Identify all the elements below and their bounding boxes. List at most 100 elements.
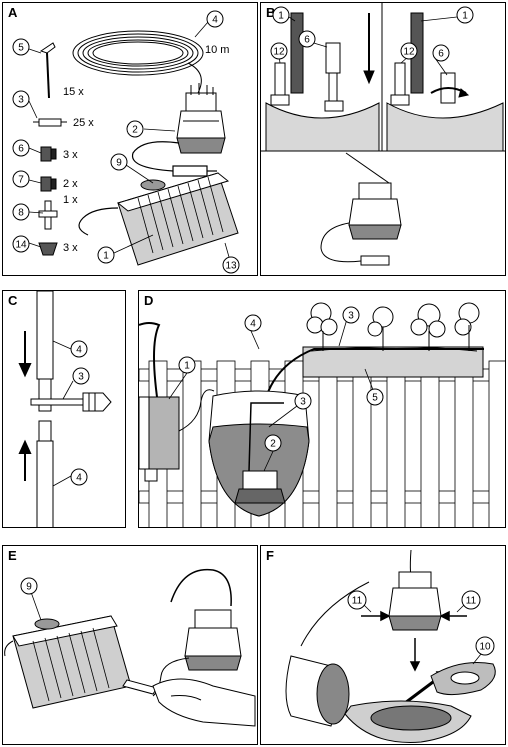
detail-left <box>265 12 380 152</box>
svg-text:10: 10 <box>479 642 491 653</box>
water-barrel <box>208 390 310 517</box>
flowers <box>306 302 480 351</box>
qty-part-8: 1 x <box>63 194 78 206</box>
leader-lines-d <box>168 318 376 472</box>
pump-e <box>152 568 242 697</box>
qty-part-3: 25 x <box>73 117 94 129</box>
installation-scene-illustration: 4 3 1 5 3 2 <box>139 302 505 527</box>
svg-text:1: 1 <box>278 11 284 22</box>
svg-text:12: 12 <box>273 47 285 58</box>
callout-3-c: 3 <box>72 367 90 385</box>
callout-12-b-right: 12 <box>400 42 418 60</box>
panel-label-a: A <box>8 5 18 20</box>
part-14-clip <box>38 242 58 256</box>
transformer-cable <box>78 207 119 236</box>
callout-11-f-right: 11 <box>461 590 481 610</box>
svg-text:1: 1 <box>184 361 190 372</box>
callout-10-f: 10 <box>475 636 495 656</box>
qty-part-5: 15 x <box>63 86 84 98</box>
callout-4-d: 4 <box>244 314 262 332</box>
part-8-tee <box>38 200 58 230</box>
svg-text:3: 3 <box>348 311 354 322</box>
qty-part-7: 2 x <box>63 178 78 190</box>
detail-right <box>386 12 504 152</box>
callout-1-d: 1 <box>178 356 196 374</box>
transformer-e <box>4 615 132 709</box>
callout-3-d-barrel: 3 <box>294 392 312 410</box>
svg-text:1: 1 <box>103 251 109 262</box>
qty-part-14: 3 x <box>63 242 78 254</box>
svg-text:11: 11 <box>466 596 477 607</box>
part-7-cap <box>40 176 57 192</box>
panel-b: B <box>260 2 506 276</box>
svg-text:8: 8 <box>18 208 24 219</box>
leader-lines-a <box>28 21 230 258</box>
planter-box <box>302 346 484 378</box>
connection-detail-illustration: 1 6 12 1 12 6 <box>261 3 505 266</box>
callout-2-d: 2 <box>264 434 282 452</box>
pump-b <box>320 152 402 266</box>
qty-part-6: 3 x <box>63 149 78 161</box>
filter-cleaning-illustration: 11 11 10 <box>285 549 496 743</box>
svg-text:11: 11 <box>352 596 363 607</box>
hose-vertical <box>30 291 102 527</box>
callout-3: 3 <box>12 90 30 108</box>
svg-text:7: 7 <box>18 175 24 186</box>
callout-11-f-left: 11 <box>347 590 367 610</box>
panel-a: A <box>2 2 258 276</box>
callout-4: 4 <box>206 10 224 28</box>
panel-label-b: B <box>266 5 276 20</box>
callout-6: 6 <box>12 139 30 157</box>
panel-label-d: D <box>144 293 154 308</box>
leader-line-e <box>30 591 42 621</box>
power-connection-illustration: 9 <box>4 568 256 727</box>
callout-13: 13 <box>222 256 240 274</box>
part-6-connector <box>40 146 57 162</box>
callout-4-c-top: 4 <box>70 340 88 358</box>
callout-7: 7 <box>12 170 30 188</box>
svg-text:9: 9 <box>116 158 122 169</box>
fence <box>139 360 505 527</box>
panel-c: C 4 3 4 <box>2 290 126 528</box>
leader-lines-c <box>52 340 74 487</box>
hand-plug <box>122 678 256 727</box>
callout-3-d-top: 3 <box>342 306 360 324</box>
callout-1-b-left: 1 <box>272 6 290 24</box>
svg-text:2: 2 <box>270 439 276 450</box>
kit-contents-illustration: 4 5 3 2 6 9 7 8 14 1 13 10 m 15 x 25 x 3… <box>12 10 240 274</box>
callout-6-b-right: 6 <box>432 44 450 62</box>
callout-1-b-right: 1 <box>456 6 474 24</box>
callout-14: 14 <box>12 235 30 253</box>
callout-5-d: 5 <box>366 388 384 406</box>
pump-f <box>300 549 442 647</box>
svg-text:3: 3 <box>78 372 84 383</box>
svg-text:4: 4 <box>76 473 82 484</box>
callout-6-b-left: 6 <box>298 30 316 48</box>
hose-coil <box>72 30 204 94</box>
part-5-spike <box>39 42 56 99</box>
callout-12-b-left: 12 <box>270 42 288 60</box>
svg-text:5: 5 <box>18 43 24 54</box>
svg-text:4: 4 <box>76 345 82 356</box>
arrows-c <box>18 331 32 481</box>
callout-5: 5 <box>12 38 30 56</box>
callout-4-c-bottom: 4 <box>70 468 88 486</box>
svg-text:3: 3 <box>18 95 24 106</box>
panel-d: D <box>138 290 506 528</box>
svg-text:3: 3 <box>300 397 306 408</box>
hose-length-label: 10 m <box>205 44 229 56</box>
panel-f: F 11 11 1 <box>260 545 506 745</box>
svg-text:6: 6 <box>18 144 24 155</box>
transformer-d <box>139 389 215 482</box>
callout-9-e: 9 <box>20 577 38 595</box>
svg-text:1: 1 <box>462 11 468 22</box>
svg-text:12: 12 <box>403 47 415 58</box>
panel-label-c: C <box>8 293 18 308</box>
filter-sponge <box>430 662 496 696</box>
callout-1: 1 <box>97 246 115 264</box>
panel-label-e: E <box>8 548 17 563</box>
svg-text:9: 9 <box>26 582 32 593</box>
transformer <box>116 172 239 266</box>
dripper-c <box>82 392 112 412</box>
pump <box>176 83 226 154</box>
